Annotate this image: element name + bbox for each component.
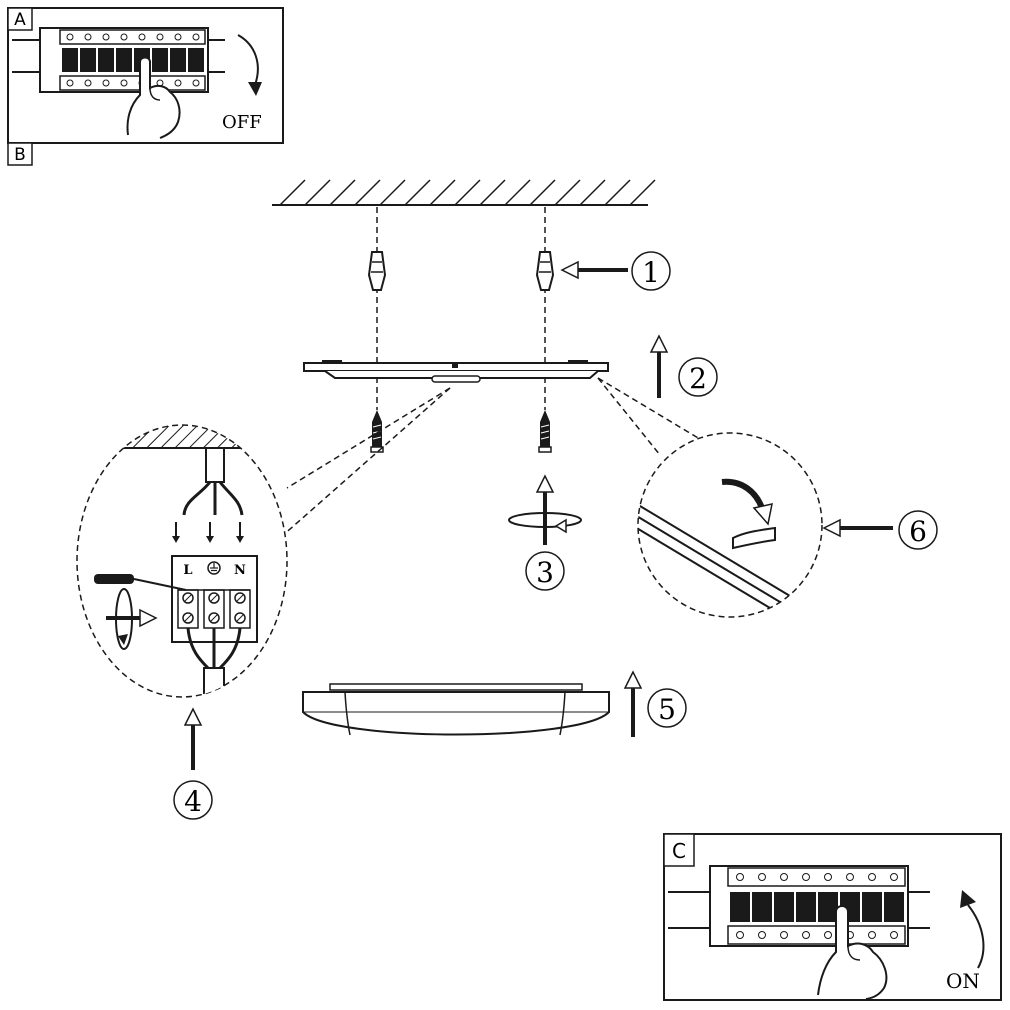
panel-a-letter: A <box>14 10 26 30</box>
panel-b-label: B <box>7 142 33 166</box>
rotate-off-arrow-icon <box>237 34 259 86</box>
step-6-callout: 6 <box>822 510 938 550</box>
step-4-number: 4 <box>184 785 202 818</box>
earth-ground-icon <box>207 561 221 575</box>
ceiling <box>272 179 656 206</box>
panel-a: A <box>7 7 284 144</box>
panel-a-off-label: OFF <box>222 112 262 133</box>
rotate-screwdriver-icon <box>106 588 158 650</box>
step-5-number: 5 <box>658 693 676 726</box>
panel-c: C ON <box>663 833 1002 1001</box>
wall-plug-right-icon <box>535 251 555 291</box>
step-2-number: 2 <box>689 362 707 395</box>
step-6-number: 6 <box>909 515 927 548</box>
light-shade <box>302 683 610 736</box>
panel-c-on-label: ON <box>946 969 980 993</box>
clip-tab <box>732 526 776 550</box>
screwdriver-icon <box>94 574 187 591</box>
step-4-callout: 4 <box>173 707 213 820</box>
step-3-number: 3 <box>536 556 554 589</box>
terminal-neutral-label: N <box>234 563 246 578</box>
breaker-block-a <box>39 27 209 93</box>
panel-a-letter-box <box>7 7 33 31</box>
step-5-callout: 5 <box>623 670 687 737</box>
step-1-callout: 1 <box>560 251 671 291</box>
clip-detail <box>637 432 823 618</box>
hand-icon <box>817 905 888 1000</box>
wiring-detail: L N <box>76 424 288 698</box>
panel-a-frame <box>7 7 284 144</box>
panel-c-letter: C <box>672 839 686 863</box>
breaker-block-c <box>709 865 909 947</box>
terminal-live-label: L <box>183 563 192 578</box>
rotate-screw-icon <box>508 512 582 528</box>
step-3-callout: 3 <box>508 474 582 591</box>
step-2-callout: 2 <box>649 334 718 398</box>
clip-rotate-arrow-icon <box>721 478 765 510</box>
rotate-on-arrow-icon <box>967 904 985 969</box>
screw-right-icon <box>538 410 552 453</box>
panel-b-letter: B <box>14 145 26 165</box>
wall-plug-left-icon <box>367 251 387 291</box>
mounting-plate <box>303 360 609 383</box>
panel-c-letter-box <box>663 833 695 867</box>
step-1-number: 1 <box>642 256 660 289</box>
guide-lines <box>376 207 546 410</box>
panel-c-frame <box>663 833 1002 1001</box>
